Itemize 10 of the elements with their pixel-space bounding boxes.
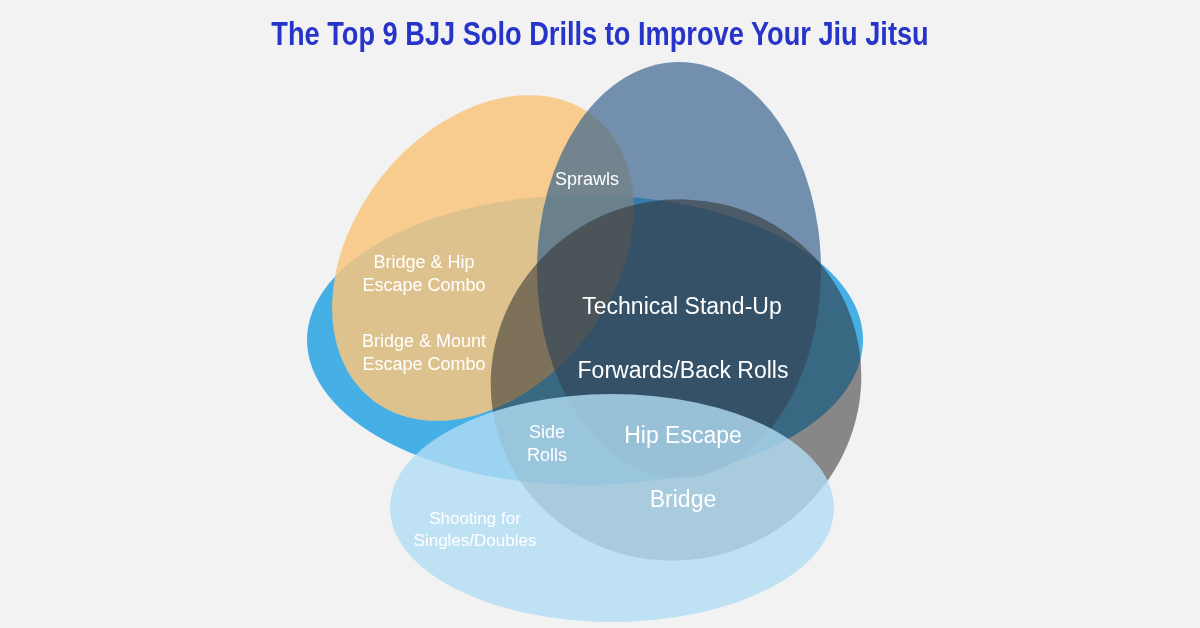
region-label: Technical Stand-Up [582, 292, 782, 322]
region-label: Bridge [649, 485, 717, 515]
region-label: Bridge & Hip Escape Combo [361, 250, 487, 297]
region-label: Bridge & Mount Escape Combo [360, 329, 488, 376]
region-label: Side Rolls [526, 420, 568, 467]
diagram-title: The Top 9 BJJ Solo Drills to Improve Your Jiu Jitsu [271, 14, 929, 52]
region-label: Sprawls [555, 168, 619, 192]
region-label: Forwards/Back Rolls [577, 356, 789, 386]
region-label: Shooting for Singles/Doubles [412, 507, 538, 552]
region-label: Hip Escape [624, 421, 742, 451]
